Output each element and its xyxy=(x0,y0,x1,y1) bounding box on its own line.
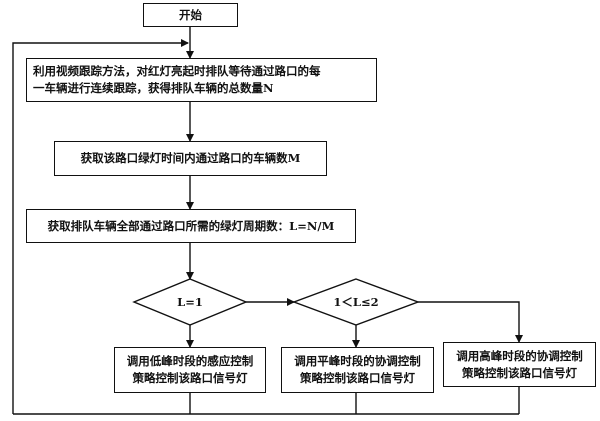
step2-box: 获取该路口绿灯时间内通过路口的车辆数M xyxy=(54,141,327,176)
low-line1: 调用低峰时段的感应控制 xyxy=(126,354,254,368)
high-line2: 策略控制该路口信号灯 xyxy=(462,365,577,380)
mid-line1: 调用平峰时段的协调控制 xyxy=(294,354,421,368)
decision2-diamond xyxy=(291,278,421,326)
step3-box: 获取排队车辆全部通过路口所需的绿灯周期数：L=N/M xyxy=(26,209,356,243)
start-label: 开始 xyxy=(179,7,202,22)
loop-back-line xyxy=(12,39,189,414)
mid-peak-box: 调用平峰时段的协调控制 策略控制该路口信号灯 xyxy=(281,347,434,393)
arrow-decision2-to-high xyxy=(418,301,523,343)
decision2-label: 1＜L≤2 xyxy=(333,295,379,309)
low-peak-box: 调用低峰时段的感应控制 策略控制该路口信号灯 xyxy=(114,347,266,393)
mid-line2: 策略控制该路口信号灯 xyxy=(300,371,415,385)
step1-line2: 一车辆进行连续跟踪，获得排队车辆的总数量N xyxy=(33,81,274,95)
high-line1: 调用高峰时段的协调控制 xyxy=(456,348,583,363)
decision1-label: L=1 xyxy=(177,295,203,309)
start-box: 开始 xyxy=(143,3,238,27)
high-peak-box: 调用高峰时段的协调控制 策略控制该路口信号灯 xyxy=(443,342,596,387)
low-line2: 策略控制该路口信号灯 xyxy=(132,371,248,385)
step2-label: 获取该路口绿灯时间内通过路口的车辆数M xyxy=(80,151,301,165)
decision1-diamond xyxy=(132,278,248,326)
step1-box: 利用视频跟踪方法，对红灯亮起时排队等待通过路口的每 一车辆进行连续跟踪，获得排队… xyxy=(26,58,377,102)
step1-line1: 利用视频跟踪方法，对红灯亮起时排队等待通过路口的每 xyxy=(33,64,321,78)
step3-label: 获取排队车辆全部通过路口所需的绿灯周期数：L=N/M xyxy=(47,218,335,233)
